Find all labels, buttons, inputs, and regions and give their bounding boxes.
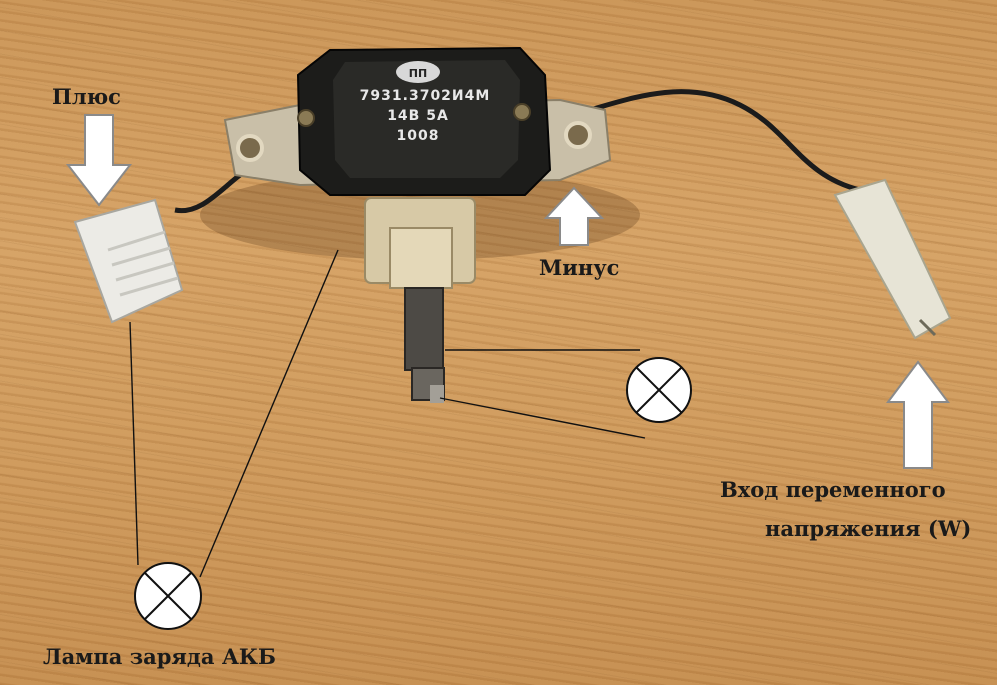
logo-icon: ПП	[396, 61, 440, 83]
w-connector	[833, 178, 952, 340]
label-lamp: Лампа заряда АКБ	[43, 644, 276, 669]
regulator-rating: 14В 5А	[387, 108, 449, 124]
label-w-input-line2: напряжения (W)	[765, 516, 972, 541]
svg-text:ПП: ПП	[409, 67, 427, 80]
wire-line-brush-to-lamp-bottom	[439, 397, 646, 439]
regulator-model: 7931.3702И4М	[360, 88, 491, 104]
brush-upper	[404, 287, 444, 371]
regulator-code: 1008	[397, 128, 440, 144]
brush-tip	[430, 385, 444, 403]
mount-hole-right	[564, 121, 592, 149]
label-plus: Плюс	[52, 84, 121, 109]
arrow-down-icon	[65, 114, 133, 207]
wire-line-regulator-to-lamp	[199, 249, 339, 578]
label-w-input-line1: Вход переменного	[720, 477, 946, 502]
plus-connector	[73, 198, 184, 324]
brush-lower	[411, 367, 445, 401]
arrow-up-icon	[886, 360, 950, 469]
lamp-icon	[626, 357, 692, 423]
plus-wire	[174, 173, 242, 214]
w-wire	[589, 89, 861, 193]
brush-holder-top	[389, 227, 453, 289]
wire-line-plus-to-lamp	[129, 321, 139, 566]
screw-right	[513, 103, 531, 121]
label-minus: Минус	[539, 255, 620, 280]
arrow-up-icon	[543, 186, 605, 246]
regulator-face	[333, 60, 520, 178]
mount-hole-left	[236, 134, 264, 162]
lamp-icon	[134, 562, 202, 630]
screw-left	[297, 109, 315, 127]
